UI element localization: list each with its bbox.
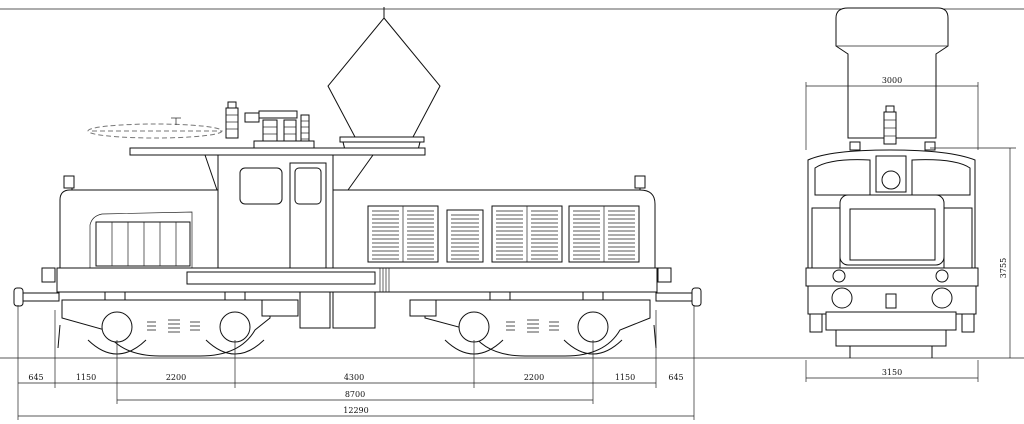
end-hopper: [835, 7, 949, 139]
dim-length-over-buffers: 12290: [343, 406, 368, 415]
folded-pantograph: [87, 117, 223, 139]
end-view: 3000 3150 3755: [805, 7, 1016, 382]
cab: [217, 154, 334, 271]
side-view: 645 1150 2200 4300 2200 1150 645 8700 12…: [13, 7, 702, 420]
cab-window: [239, 167, 283, 205]
dim-bogie-wheelbase-right: 2200: [524, 373, 544, 382]
side-dimensions: 645 1150 2200 4300 2200 1150 645 8700 12…: [17, 305, 695, 420]
dim-body-width: 3150: [882, 368, 902, 377]
long-hood: [332, 175, 656, 269]
grille-short-hood: [95, 221, 191, 267]
end-headlight-right: [935, 269, 949, 283]
dim-bogie-wheelbase-left: 2200: [166, 373, 186, 382]
dim-axle-gap-right: 1150: [615, 373, 635, 382]
pantograph-diamond: [327, 7, 441, 151]
underframe: [41, 267, 672, 329]
louvre-grilles: [95, 205, 640, 267]
short-hood: [59, 175, 219, 269]
dim-overhang-left: 645: [28, 373, 43, 382]
end-headlight-left: [832, 269, 846, 283]
grille-long-hood: [367, 205, 640, 263]
dim-axle-gap-left: 1150: [76, 373, 96, 382]
end-window: [849, 208, 936, 261]
buffers-side: [13, 287, 702, 307]
end-buffer-left: [831, 287, 853, 309]
wheel: [219, 311, 251, 343]
wheel: [577, 311, 609, 343]
wheel: [458, 311, 490, 343]
roof-insulators: [225, 101, 310, 147]
dim-total-wheelbase: 8700: [345, 390, 365, 399]
end-body: [805, 149, 979, 358]
dim-overhang-right: 645: [668, 373, 683, 382]
dim-body-height: 3755: [999, 258, 1008, 278]
bogie-right: [409, 291, 657, 357]
dim-bogie-centres: 4300: [344, 373, 364, 382]
bogie-left: [57, 291, 299, 357]
end-insulator: [849, 105, 936, 151]
end-buffer-right: [931, 287, 953, 309]
wheel: [101, 311, 133, 343]
dim-hopper-width: 3000: [882, 76, 902, 85]
louvre-panel: [446, 209, 484, 263]
end-dimensions: 3000 3150 3755: [805, 76, 1016, 382]
